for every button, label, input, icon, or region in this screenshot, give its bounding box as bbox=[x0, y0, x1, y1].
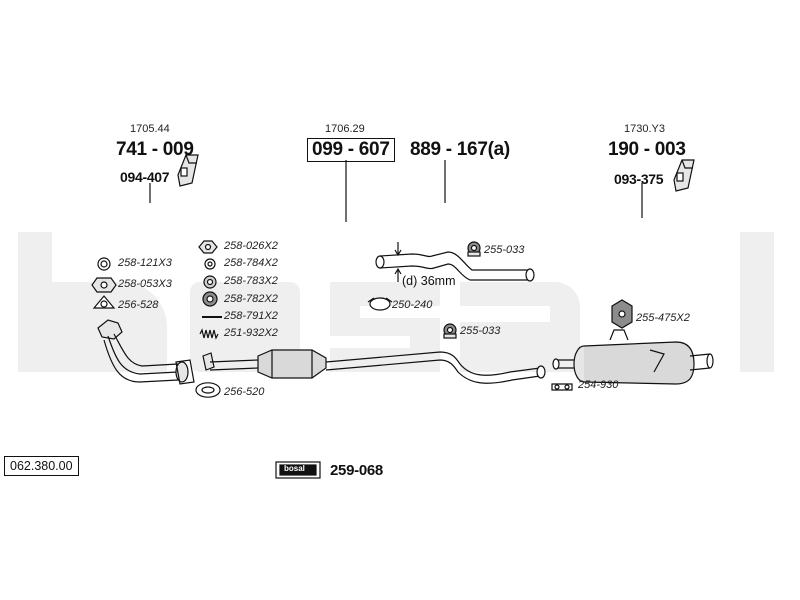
label-258-783: 258-783X2 bbox=[224, 275, 278, 287]
clamp-icon-250 bbox=[367, 297, 393, 311]
intermediate-pipe bbox=[375, 242, 535, 282]
left-sub-part-number: 094-407 bbox=[120, 169, 170, 185]
center-part-number: 099 - 607 bbox=[307, 138, 395, 162]
label-256-520: 256-520 bbox=[224, 386, 265, 398]
center-ref-number: 1706.29 bbox=[325, 123, 365, 135]
right-part-number: 190 - 003 bbox=[608, 139, 686, 160]
gasket-icon-930 bbox=[551, 383, 573, 391]
label-258-121: 258-121X3 bbox=[118, 257, 172, 269]
rubber-mount-icon bbox=[611, 299, 633, 329]
clamp-icon-mid bbox=[443, 323, 457, 339]
label-258-053: 258-053X3 bbox=[118, 278, 172, 290]
kit-brand-box bbox=[275, 461, 321, 479]
label-255-033-mid: 255-033 bbox=[460, 325, 501, 337]
label-dimension: (d) 36mm bbox=[402, 274, 456, 288]
spring-icon-932 bbox=[199, 328, 219, 340]
catalog-number: 062.380.00 bbox=[4, 456, 79, 476]
left-part-number: 741 - 009 bbox=[116, 139, 194, 160]
kit-number: 259-068 bbox=[330, 462, 383, 479]
bracket-icon-left bbox=[177, 154, 199, 187]
bracket-icon-right bbox=[673, 159, 695, 192]
label-256-528: 256-528 bbox=[118, 299, 159, 311]
left-ref-number: 1705.44 bbox=[130, 123, 170, 135]
label-255-033-top: 255-033 bbox=[484, 244, 525, 256]
rear-silencer bbox=[552, 329, 714, 385]
front-pipe bbox=[97, 319, 195, 385]
label-258-784: 258-784X2 bbox=[224, 257, 278, 269]
right-ref-number: 1730.Y3 bbox=[624, 123, 665, 135]
label-254-930: 254-930 bbox=[578, 379, 619, 391]
label-250-240: 250-240 bbox=[392, 299, 433, 311]
label-258-791: 258-791X2 bbox=[224, 310, 278, 322]
label-258-026: 258-026X2 bbox=[224, 240, 278, 252]
gasket-icon-520 bbox=[195, 382, 221, 398]
catalyst-assembly bbox=[202, 349, 546, 384]
label-255-475: 255-475X2 bbox=[636, 312, 690, 324]
clamp-icon-top bbox=[467, 241, 481, 257]
mid-part-number: 889 - 167(a) bbox=[410, 139, 510, 160]
right-sub-part-number: 093-375 bbox=[614, 171, 664, 187]
kit-brand-logo: bosal bbox=[284, 464, 305, 473]
label-258-782: 258-782X2 bbox=[224, 293, 278, 305]
label-251-932: 251-932X2 bbox=[224, 327, 278, 339]
